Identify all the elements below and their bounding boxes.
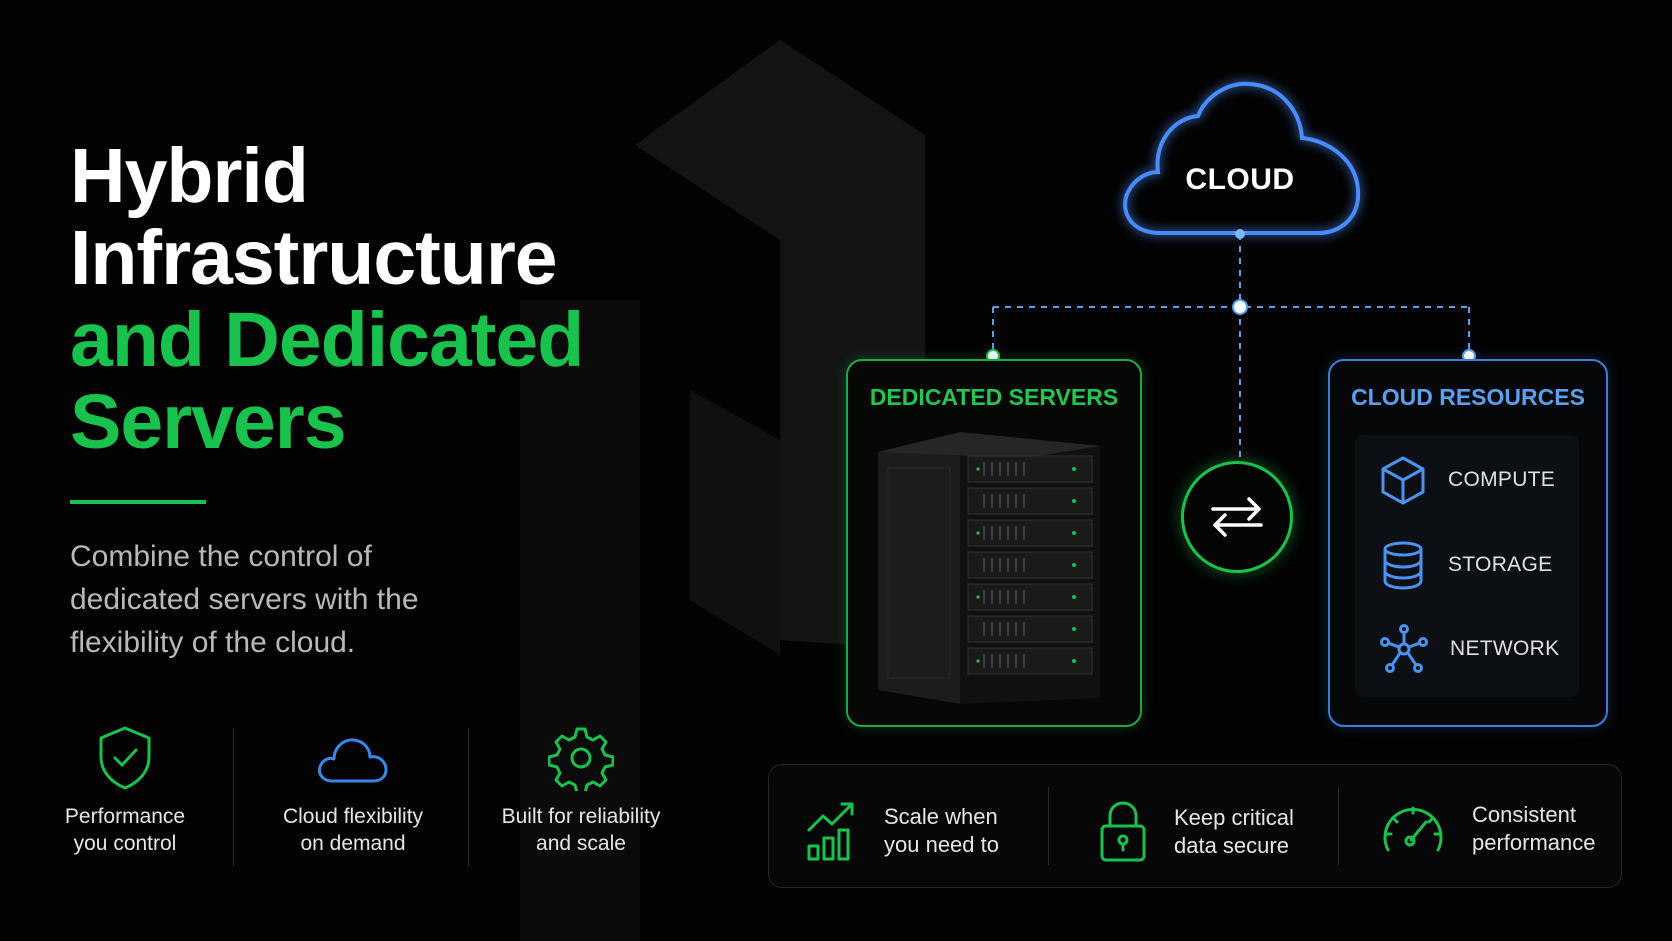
benefit-separator bbox=[1048, 787, 1049, 865]
gear-icon bbox=[548, 727, 614, 791]
feature-label-1: Built for reliability bbox=[501, 805, 661, 828]
benefit-label-1: Scale when bbox=[884, 804, 998, 829]
network-icon bbox=[1380, 624, 1428, 673]
benefit-security: Keep critical data secure bbox=[1098, 800, 1294, 864]
cloud-label: CLOUD bbox=[1185, 163, 1295, 196]
database-icon bbox=[1383, 541, 1423, 590]
resource-label: NETWORK bbox=[1450, 637, 1560, 660]
benefit-performance: Consistent performance bbox=[1380, 800, 1596, 858]
dedicated-servers-title: DEDICATED SERVERS bbox=[869, 384, 1119, 410]
feature-label-1: Cloud flexibility bbox=[282, 805, 424, 828]
feature-label-2: and scale bbox=[536, 832, 626, 855]
cloud-outline bbox=[1123, 81, 1361, 235]
lock-icon bbox=[1100, 801, 1146, 862]
benefit-label-1: Keep critical bbox=[1174, 805, 1294, 830]
benefit-scale: Scale when you need to bbox=[806, 800, 999, 862]
arrows-exchange-icon bbox=[1211, 497, 1263, 537]
benefits-bar bbox=[768, 764, 1622, 888]
benefit-label-2: you need to bbox=[884, 832, 999, 857]
cloud-resources-title: CLOUD RESOURCES bbox=[1351, 384, 1585, 410]
title-line-1: Hybrid bbox=[70, 133, 309, 219]
benefit-label-2: performance bbox=[1472, 830, 1596, 855]
feature-performance: Performance you control bbox=[52, 725, 198, 857]
title-divider bbox=[70, 500, 206, 504]
server-rack-image bbox=[878, 432, 1100, 704]
feature-label-2: on demand bbox=[300, 832, 406, 855]
feature-cloud-flexibility: Cloud flexibility on demand bbox=[268, 725, 438, 857]
benefit-label-1: Consistent bbox=[1472, 802, 1576, 827]
resource-label: COMPUTE bbox=[1448, 468, 1556, 491]
speedometer-icon bbox=[1383, 806, 1443, 852]
feature-label-2: you control bbox=[73, 832, 177, 855]
feature-reliability: Built for reliability and scale bbox=[490, 725, 672, 857]
resource-label: STORAGE bbox=[1448, 553, 1553, 576]
resource-storage: STORAGE bbox=[1380, 540, 1552, 590]
title-line-4: Servers bbox=[70, 379, 347, 465]
feature-separator bbox=[468, 728, 469, 866]
shield-check-icon bbox=[99, 726, 151, 790]
sync-indicator bbox=[1181, 461, 1293, 573]
resource-network: NETWORK bbox=[1380, 624, 1559, 674]
title-line-2: Infrastructure bbox=[70, 215, 558, 301]
benefit-label-2: data secure bbox=[1174, 833, 1289, 858]
cloud-icon bbox=[318, 738, 388, 783]
cube-icon bbox=[1381, 456, 1425, 505]
subtitle: Combine the control of dedicated servers… bbox=[70, 540, 419, 659]
feature-label-1: Performance bbox=[64, 805, 186, 828]
chart-growth-icon bbox=[807, 802, 854, 861]
feature-separator bbox=[233, 728, 234, 866]
title-line-3: and Dedicated bbox=[70, 297, 584, 383]
resource-compute: COMPUTE bbox=[1380, 455, 1555, 505]
page-title: Hybrid Infrastructure and Dedicated Serv… bbox=[70, 133, 584, 465]
benefit-separator bbox=[1338, 787, 1339, 865]
